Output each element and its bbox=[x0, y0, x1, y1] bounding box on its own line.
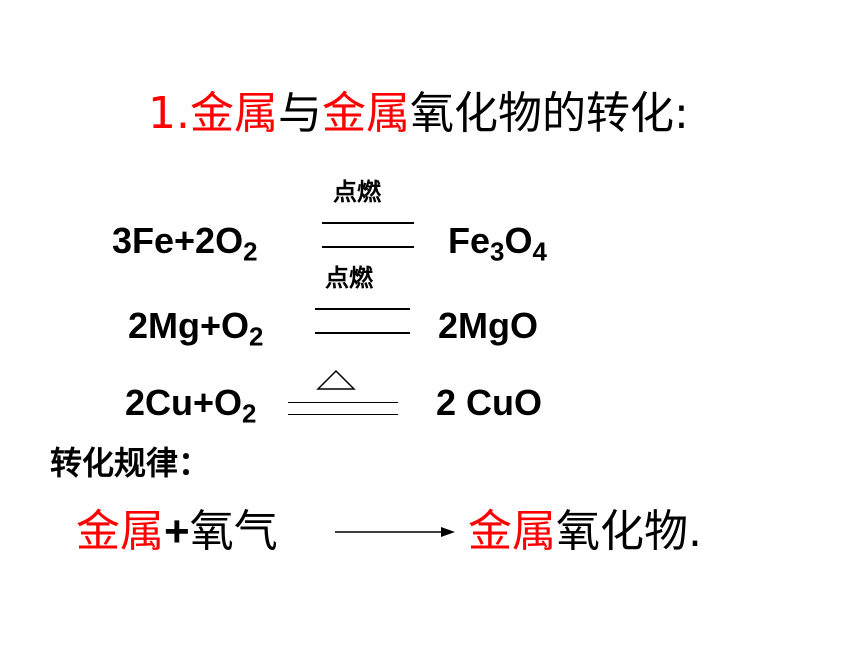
title-number: 1. bbox=[148, 88, 190, 139]
rule-rhs: 金属氧化物. bbox=[468, 506, 702, 558]
eq2-equals-sign bbox=[315, 308, 410, 334]
rule-arrow-icon bbox=[335, 527, 455, 537]
eq1-equals-sign bbox=[322, 222, 414, 248]
eq1-rhs-o: O bbox=[504, 220, 533, 261]
eq1-rhs-sub4: 4 bbox=[532, 238, 547, 267]
title-metal-2: 金属 bbox=[321, 88, 410, 139]
eq1-lhs: 3Fe+2O2 bbox=[112, 220, 258, 265]
eq1-rhs-fe: Fe bbox=[448, 220, 491, 261]
eq2-condition: 点燃 bbox=[325, 264, 373, 292]
eq2-lhs: 2Mg+O2 bbox=[128, 305, 263, 350]
eq3-lhs-sub: 2 bbox=[242, 400, 257, 429]
eq1-lhs-main: 3Fe+2O bbox=[112, 220, 244, 261]
title-and: 与 bbox=[277, 88, 322, 139]
title-rest: 氧化物的转化: bbox=[409, 88, 689, 139]
heat-triangle-icon bbox=[316, 369, 356, 390]
title-metal: 金属 bbox=[189, 88, 278, 139]
eq3-lhs-main: 2Cu+O bbox=[125, 382, 243, 423]
rule-product-rest: 氧化物. bbox=[556, 506, 702, 557]
eq3-rhs: 2 CuO bbox=[436, 382, 543, 423]
eq1-rhs: Fe3O4 bbox=[448, 220, 547, 265]
eq1-rhs-sub3: 3 bbox=[490, 238, 505, 267]
page-title: 1.金属与金属氧化物的转化: bbox=[148, 88, 689, 140]
rule-product-metal: 金属 bbox=[468, 506, 556, 557]
eq2-lhs-main: 2Mg+O bbox=[128, 305, 250, 346]
eq2-rhs: 2MgO bbox=[438, 305, 539, 346]
eq3-lhs: 2Cu+O2 bbox=[125, 382, 256, 427]
rule-lhs: 金属+氧气 bbox=[76, 506, 278, 558]
rule-plus: + bbox=[164, 507, 190, 556]
rule-oxygen: 氧气 bbox=[189, 506, 278, 557]
eq1-lhs-sub: 2 bbox=[243, 238, 258, 267]
eq1-condition: 点燃 bbox=[333, 178, 381, 206]
eq2-lhs-sub: 2 bbox=[249, 323, 264, 352]
rule-label: 转化规律： bbox=[50, 444, 211, 482]
rule-metal: 金属 bbox=[76, 506, 164, 557]
eq3-equals-sign bbox=[288, 402, 398, 416]
